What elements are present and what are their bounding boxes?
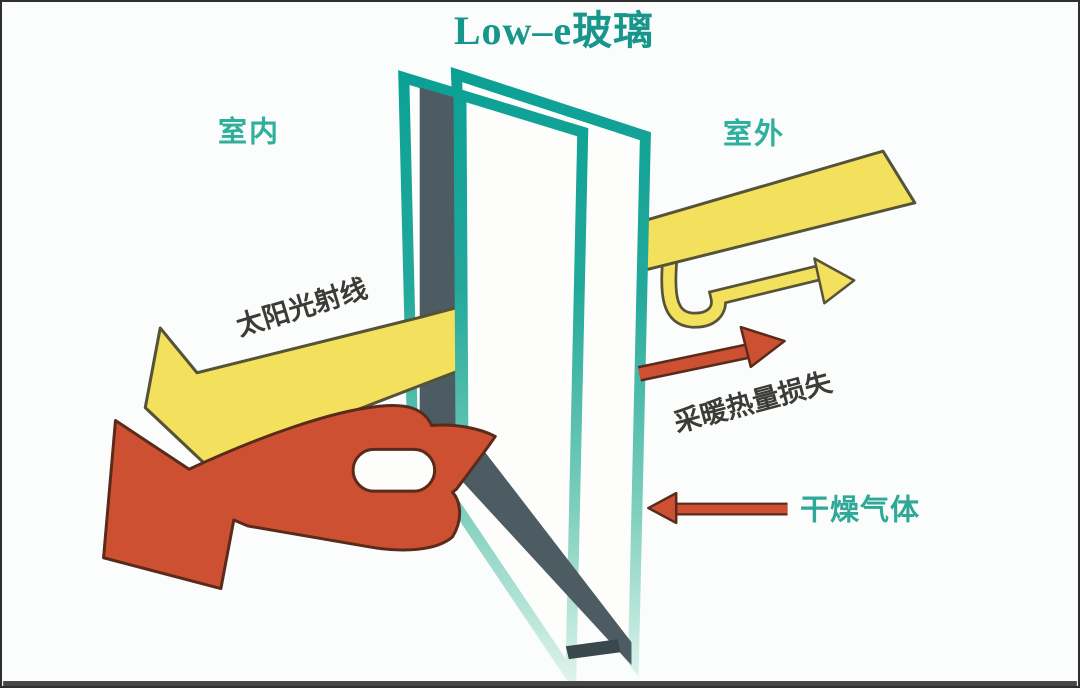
dry-gas-arrowhead-icon: [647, 491, 678, 525]
bottom-edge-strip: [3, 681, 1077, 686]
heat-loss-arrow-shaft: [638, 345, 750, 380]
heat-loss-arrow: [637, 325, 786, 382]
reflected-solar-arrow: [660, 253, 856, 329]
outdoor-label: 室外: [722, 118, 786, 151]
dry-gas-arrow: [647, 491, 788, 525]
pane-spacer-bar: [565, 639, 621, 660]
indoor-label: 室内: [217, 116, 281, 149]
reflected-arrowhead-icon: [813, 257, 856, 305]
reflected-arrow-shaft: [663, 253, 822, 326]
window-frame: [419, 87, 632, 666]
page-title: Low–e玻璃: [453, 8, 655, 53]
dry-gas-label: 干燥气体: [799, 494, 921, 527]
heat-loss-arrowhead-icon: [739, 325, 786, 369]
indoor-heat-return-arrow: [102, 404, 497, 591]
heat-return-arrow-notch: [351, 447, 437, 493]
inner-pane-edge: [453, 90, 469, 441]
